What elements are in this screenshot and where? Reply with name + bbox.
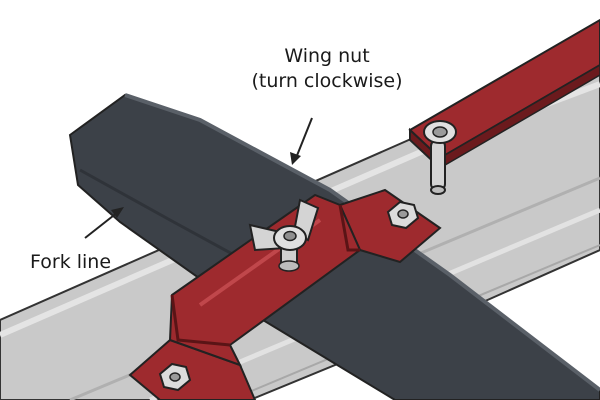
wing-nut-title: Wing nut bbox=[284, 45, 370, 67]
hex-nut-right bbox=[386, 200, 420, 230]
red-bracket-clamp bbox=[128, 188, 442, 400]
wing-nut-arrow bbox=[290, 117, 313, 165]
fork-line-arrow bbox=[84, 207, 124, 239]
fork-line-text: Fork line bbox=[30, 251, 112, 273]
wing-nut bbox=[248, 198, 320, 272]
upper-bolt bbox=[423, 120, 457, 195]
wing-nut-label: Wing nut (turn clockwise) bbox=[232, 44, 422, 93]
fork-line-label: Fork line bbox=[30, 250, 111, 275]
wing-nut-note: (turn clockwise) bbox=[251, 69, 403, 92]
hex-nut-left bbox=[158, 362, 192, 392]
